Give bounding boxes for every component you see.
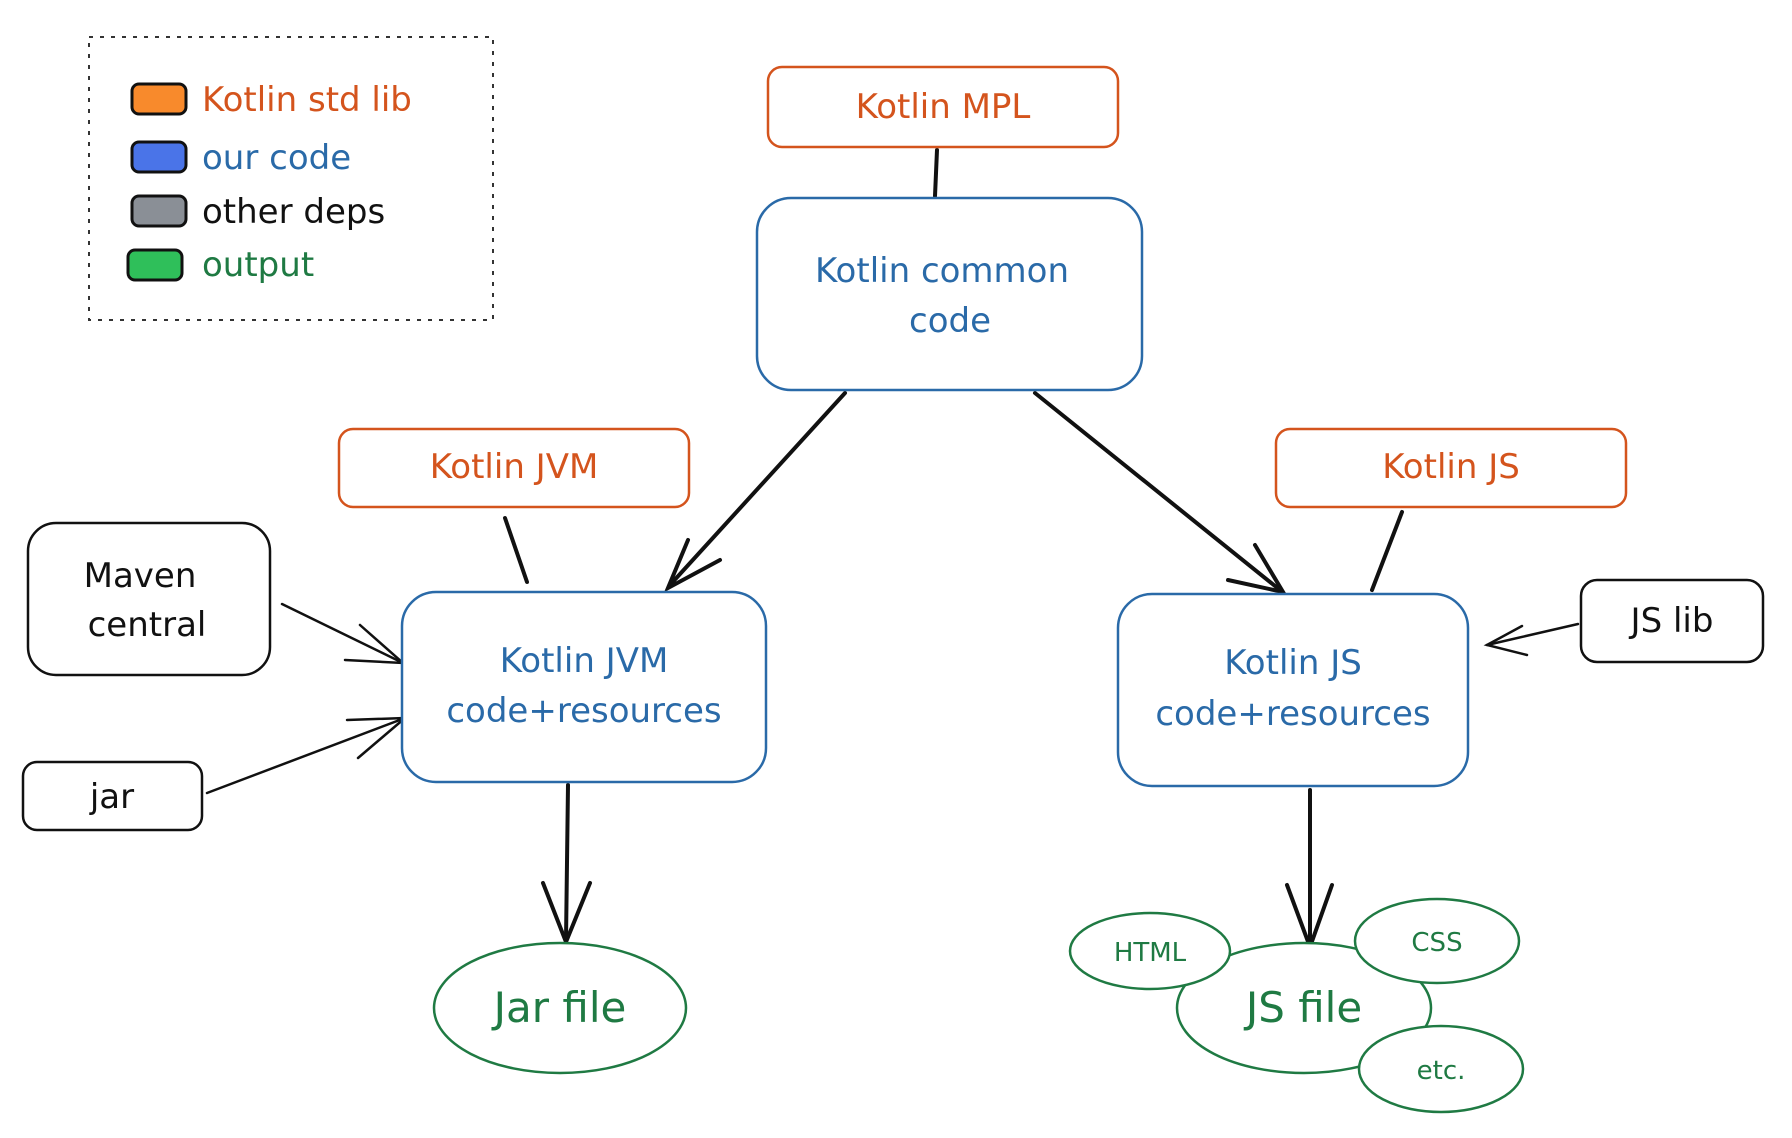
- kotlin-common-node: Kotlin common code: [755, 196, 1144, 392]
- css-label: CSS: [1411, 928, 1462, 958]
- jslib-to-jscode-line: [1370, 510, 1404, 592]
- kotlin-common-label-line2: code: [909, 301, 991, 341]
- jar-to-jvm-arrow: [205, 716, 407, 795]
- css-ellipse: [1353, 897, 1521, 985]
- legend-label-output: output: [202, 245, 314, 285]
- legend-swatch-stdlib: [130, 82, 188, 116]
- kotlin-common-box: [755, 196, 1144, 392]
- kotlin-common-label-line1: Kotlin common: [815, 251, 1069, 291]
- jar-dep-box: [21, 760, 204, 832]
- maven-to-jvm-arrow: [280, 602, 405, 665]
- kotlin-js-lib-node: Kotlin JS: [1274, 427, 1628, 509]
- legend-label-ourcode: our code: [202, 138, 351, 178]
- html-label: HTML: [1114, 938, 1187, 968]
- legend-border: [88, 36, 494, 321]
- kotlin-js-code-node: Kotlin JS code+resources: [1116, 592, 1470, 788]
- kotlin-mpl-node: Kotlin MPL: [766, 65, 1120, 149]
- legend-swatch-output: [126, 248, 184, 282]
- kotlin-mpl-label: Kotlin MPL: [856, 87, 1031, 127]
- jvm-to-jarfile-arrow: [564, 783, 570, 942]
- legend-swatch-otherdeps: [130, 194, 188, 228]
- kotlin-jvm-lib-box: [337, 427, 691, 509]
- jslib-to-jscode-arrowhead: [1483, 624, 1529, 657]
- legend-swatch-ourcode: [130, 140, 188, 174]
- js-lib-label: JS lib: [1629, 601, 1714, 641]
- common-to-jvm-arrow: [668, 391, 847, 587]
- jslib-to-jscode-arrow: [1485, 622, 1580, 647]
- js-lib-box: [1579, 578, 1765, 664]
- mpl-common-line: [933, 148, 939, 198]
- kotlin-jvm-code-node: Kotlin JVM code+resources: [400, 590, 768, 784]
- legend-label-stdlib: Kotlin std lib: [202, 80, 412, 120]
- kotlin-mpl-box: [766, 65, 1120, 149]
- kotlin-jvm-code-label-line1: Kotlin JVM: [500, 641, 669, 681]
- kotlin-jvm-code-label-line2: code+resources: [446, 691, 721, 731]
- kotlin-js-lib-label: Kotlin JS: [1382, 447, 1520, 487]
- common-to-js-arrowhead: [1226, 543, 1288, 595]
- maven-central-label-line1: Maven: [84, 556, 197, 596]
- js-file-cluster: JS file HTML CSS etc.: [1068, 897, 1525, 1114]
- maven-central-label-line2: central: [88, 605, 207, 645]
- kotlin-js-code-label-line2: code+resources: [1155, 694, 1430, 734]
- jar-file-node: Jar file: [432, 941, 688, 1075]
- js-file-ellipse: [1175, 941, 1433, 1075]
- common-to-jvm-arrowhead: [663, 538, 722, 593]
- jar-dep-label: jar: [89, 777, 134, 817]
- common-to-js-arrow: [1033, 391, 1282, 592]
- kotlin-js-code-box: [1116, 592, 1470, 788]
- jar-file-label: Jar file: [491, 983, 627, 1032]
- kotlin-js-code-label-line1: Kotlin JS: [1224, 643, 1362, 683]
- jar-file-ellipse: [432, 941, 688, 1075]
- etc-label: etc.: [1417, 1056, 1466, 1086]
- maven-to-jvm-arrowhead: [343, 623, 407, 665]
- kotlin-jvm-lib-node: Kotlin JVM: [337, 427, 691, 509]
- legend: Kotlin std lib our code other deps outpu…: [88, 36, 494, 321]
- kotlin-js-lib-box: [1274, 427, 1628, 509]
- js-file-label: JS file: [1243, 983, 1362, 1032]
- kotlin-jvm-lib-label: Kotlin JVM: [430, 447, 599, 487]
- html-ellipse: [1068, 911, 1232, 991]
- js-lib-node: JS lib: [1579, 578, 1765, 664]
- legend-label-otherdeps: other deps: [202, 192, 385, 232]
- kotlin-jvm-code-box: [400, 590, 768, 784]
- jar-dep-node: jar: [21, 760, 204, 832]
- maven-central-node: Maven central: [26, 521, 272, 677]
- jvmlib-to-jvmcode-line: [503, 516, 529, 584]
- etc-ellipse: [1357, 1024, 1525, 1114]
- maven-central-box: [26, 521, 272, 677]
